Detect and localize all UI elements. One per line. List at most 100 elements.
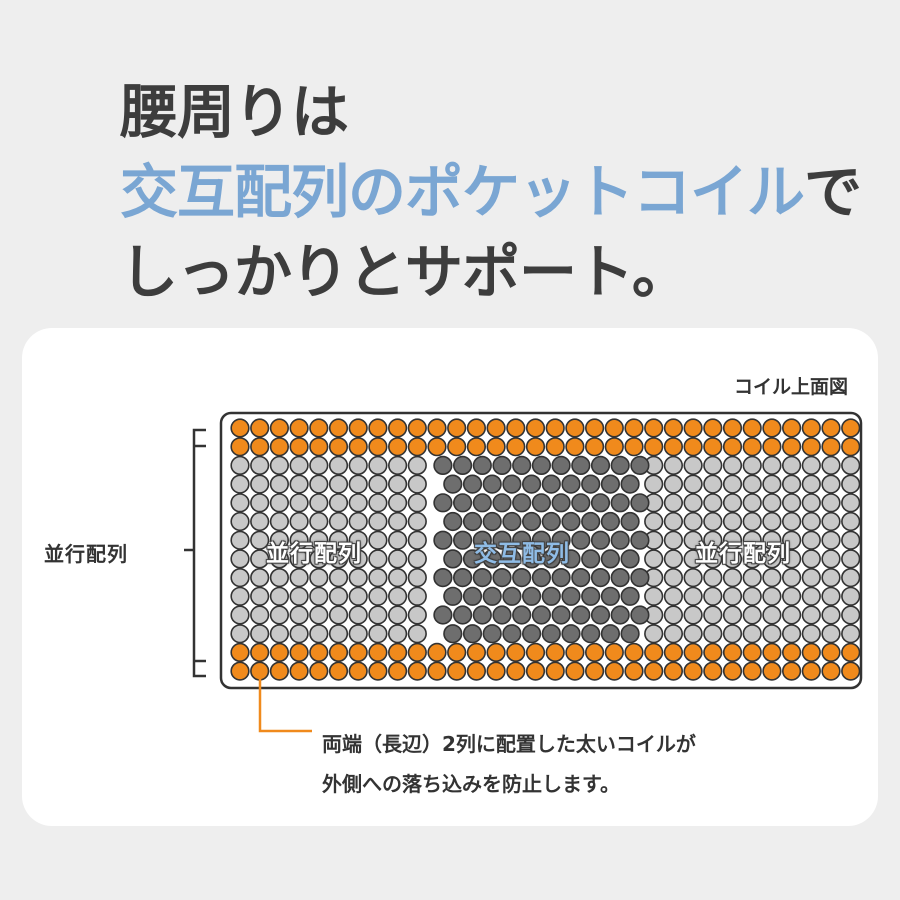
parallel-coil — [801, 511, 821, 532]
alternate-coil — [561, 586, 581, 606]
caption-line-1: 両端（長辺）2列に配置した太いコイルが — [322, 732, 696, 756]
parallel-coil — [348, 586, 368, 606]
parallel-coil — [722, 605, 743, 625]
edge-coil — [388, 642, 408, 663]
zone-label-right: 並行配列 — [695, 541, 791, 567]
edge-coil — [407, 661, 427, 681]
alternate-coil — [502, 511, 522, 532]
parallel-coil — [230, 568, 250, 588]
alternate-coil — [630, 530, 650, 550]
parallel-coil — [309, 511, 329, 532]
parallel-coil — [762, 568, 782, 588]
parallel-coil — [269, 549, 289, 569]
parallel-coil — [683, 511, 703, 532]
alternate-coil — [433, 455, 453, 475]
parallel-coil — [230, 474, 250, 494]
parallel-coil — [328, 549, 349, 569]
parallel-coil — [250, 493, 270, 513]
parallel-coil — [388, 549, 408, 569]
parallel-coil — [250, 474, 270, 494]
edge-coil — [348, 661, 368, 681]
edge-coil — [644, 642, 664, 663]
parallel-coil — [407, 568, 427, 588]
alternate-coil — [492, 455, 512, 475]
parallel-coil — [781, 568, 802, 588]
edge-coil — [663, 437, 684, 457]
parallel-coil — [703, 455, 723, 475]
parallel-coil — [663, 624, 684, 644]
parallel-coil — [742, 624, 762, 644]
parallel-coil — [407, 455, 427, 475]
edge-coil — [250, 642, 270, 663]
edge-coil — [584, 437, 605, 457]
edge-coil — [269, 661, 289, 681]
alternate-coil — [630, 605, 650, 625]
parallel-coil — [801, 586, 821, 606]
parallel-coil — [703, 511, 723, 532]
alternate-coil — [590, 530, 611, 550]
edge-coil — [683, 642, 703, 663]
edge-coil — [407, 437, 427, 457]
parallel-coil — [250, 624, 270, 644]
parallel-coil — [388, 474, 408, 494]
edge-coil — [545, 661, 565, 681]
edge-coil — [348, 437, 368, 457]
parallel-coil — [250, 586, 270, 606]
parallel-coil — [289, 511, 309, 532]
parallel-coil — [644, 624, 664, 644]
edge-coil — [762, 418, 782, 438]
parallel-coil — [368, 624, 388, 644]
edge-coil — [388, 418, 408, 438]
parallel-coil — [368, 530, 388, 550]
edge-coil — [781, 661, 802, 681]
alternate-coil — [630, 455, 650, 475]
diagram-title: コイル上面図 — [733, 376, 848, 398]
alternate-coil — [590, 493, 611, 513]
parallel-coil — [762, 474, 782, 494]
edge-coil — [624, 418, 644, 438]
parallel-coil — [742, 605, 762, 625]
parallel-coil — [368, 549, 388, 569]
parallel-coil — [841, 474, 861, 494]
parallel-coil — [821, 605, 841, 625]
alternate-coil — [531, 530, 552, 550]
alternate-coil — [492, 568, 512, 588]
parallel-coil — [801, 493, 821, 513]
alternate-coil — [472, 568, 492, 588]
alternate-coil — [472, 455, 492, 475]
parallel-coil — [407, 605, 427, 625]
alternate-coil — [512, 568, 532, 588]
headline-line-3: しっかりとサポート。 — [120, 238, 690, 306]
edge-coil — [328, 437, 349, 457]
parallel-coil — [683, 455, 703, 475]
parallel-coil — [348, 493, 368, 513]
edge-coil — [230, 437, 250, 457]
parallel-coil — [230, 605, 250, 625]
edge-coil — [565, 418, 585, 438]
parallel-coil — [368, 474, 388, 494]
alternate-coil — [610, 493, 630, 513]
edge-coil — [624, 437, 644, 457]
alternate-coil — [492, 493, 512, 513]
parallel-coil — [663, 455, 684, 475]
parallel-coil — [328, 530, 349, 550]
parallel-coil — [841, 530, 861, 550]
parallel-coil — [781, 530, 802, 550]
alternate-coil — [482, 474, 502, 494]
alternate-coil — [581, 586, 601, 606]
parallel-coil — [722, 568, 743, 588]
parallel-coil — [762, 511, 782, 532]
parallel-coil — [703, 474, 723, 494]
edge-coil — [722, 437, 743, 457]
parallel-coil — [230, 455, 250, 475]
parallel-coil — [801, 605, 821, 625]
parallel-coil — [722, 511, 743, 532]
alternate-coil — [590, 568, 611, 588]
parallel-coil — [289, 530, 309, 550]
alternate-coil — [610, 605, 630, 625]
parallel-coil — [703, 530, 723, 550]
alternate-coil — [531, 493, 552, 513]
parallel-coil — [309, 493, 329, 513]
parallel-coil — [368, 455, 388, 475]
alternate-coil — [453, 493, 473, 513]
